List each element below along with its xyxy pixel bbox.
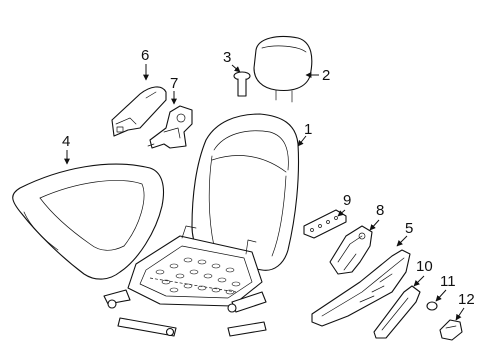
part-8-recliner: [329, 225, 373, 275]
part-1-seat-back: [191, 113, 300, 271]
part-6-side-shield: [111, 86, 167, 137]
part-11-clip: [426, 301, 438, 311]
callout-10: 10: [416, 258, 433, 275]
part-9-plate: [303, 209, 347, 239]
callout-11: 11: [440, 273, 456, 290]
callout-4: 4: [62, 133, 70, 150]
part-3-headrest-guide: [233, 71, 251, 97]
callout-12: 12: [458, 291, 475, 308]
callout-9: 9: [343, 192, 351, 209]
part-4-seat-cushion: [12, 163, 165, 280]
callout-1: 1: [304, 121, 312, 138]
callout-labels: 1 2 3 4 5 6 7 8 9 10 11 12: [62, 47, 475, 308]
callout-6: 6: [141, 47, 149, 64]
part-2-headrest: [253, 35, 313, 103]
callout-8: 8: [376, 202, 384, 219]
part-5-side-cover: [311, 249, 411, 327]
seat-frame: [103, 225, 267, 337]
part-7-bracket: [147, 105, 193, 149]
callout-7: 7: [170, 75, 178, 92]
callout-5: 5: [405, 220, 413, 237]
part-10-lever: [373, 285, 421, 339]
callout-leaders: [64, 64, 465, 321]
callout-2: 2: [322, 67, 330, 84]
part-12-knob: [439, 319, 463, 341]
callout-3: 3: [223, 49, 231, 66]
